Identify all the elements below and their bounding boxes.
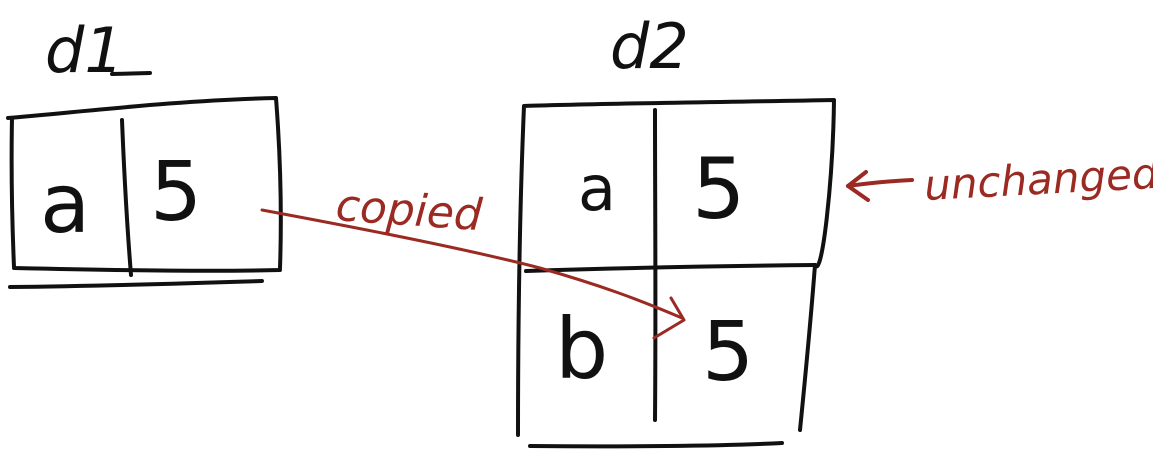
- copied-arrowhead: [652, 296, 686, 340]
- d1-row-key: a: [40, 157, 90, 252]
- d2-row-divider: [524, 263, 817, 273]
- unchanged-annotation: unchanged!: [846, 148, 1153, 210]
- d2-title: d2: [610, 10, 689, 83]
- copied-annotation: copied: [260, 180, 686, 340]
- d2-row1-key: a: [578, 152, 616, 225]
- d1-title: d1: [45, 14, 124, 87]
- d2-table: d2 a 5 b 5: [516, 10, 836, 449]
- d1-table: d1 a 5: [6, 14, 283, 289]
- d2-row2-value: 5: [702, 305, 754, 400]
- d2-table-base: [528, 441, 784, 449]
- d2-row1-value: 5: [692, 140, 745, 238]
- copied-label: copied: [334, 180, 485, 241]
- d1-table-divider: [120, 118, 133, 277]
- unchanged-arrow-line: [846, 178, 914, 188]
- unchanged-arrowhead: [846, 170, 870, 202]
- copied-arrow-line: [260, 208, 684, 320]
- d2-row2-key: b: [555, 300, 608, 398]
- d1-row-value: 5: [150, 145, 202, 240]
- d1-table-base: [8, 279, 264, 289]
- unchanged-label: unchanged!: [923, 148, 1153, 210]
- d1-title-underline: [110, 71, 152, 76]
- d1-table-border: [6, 96, 283, 273]
